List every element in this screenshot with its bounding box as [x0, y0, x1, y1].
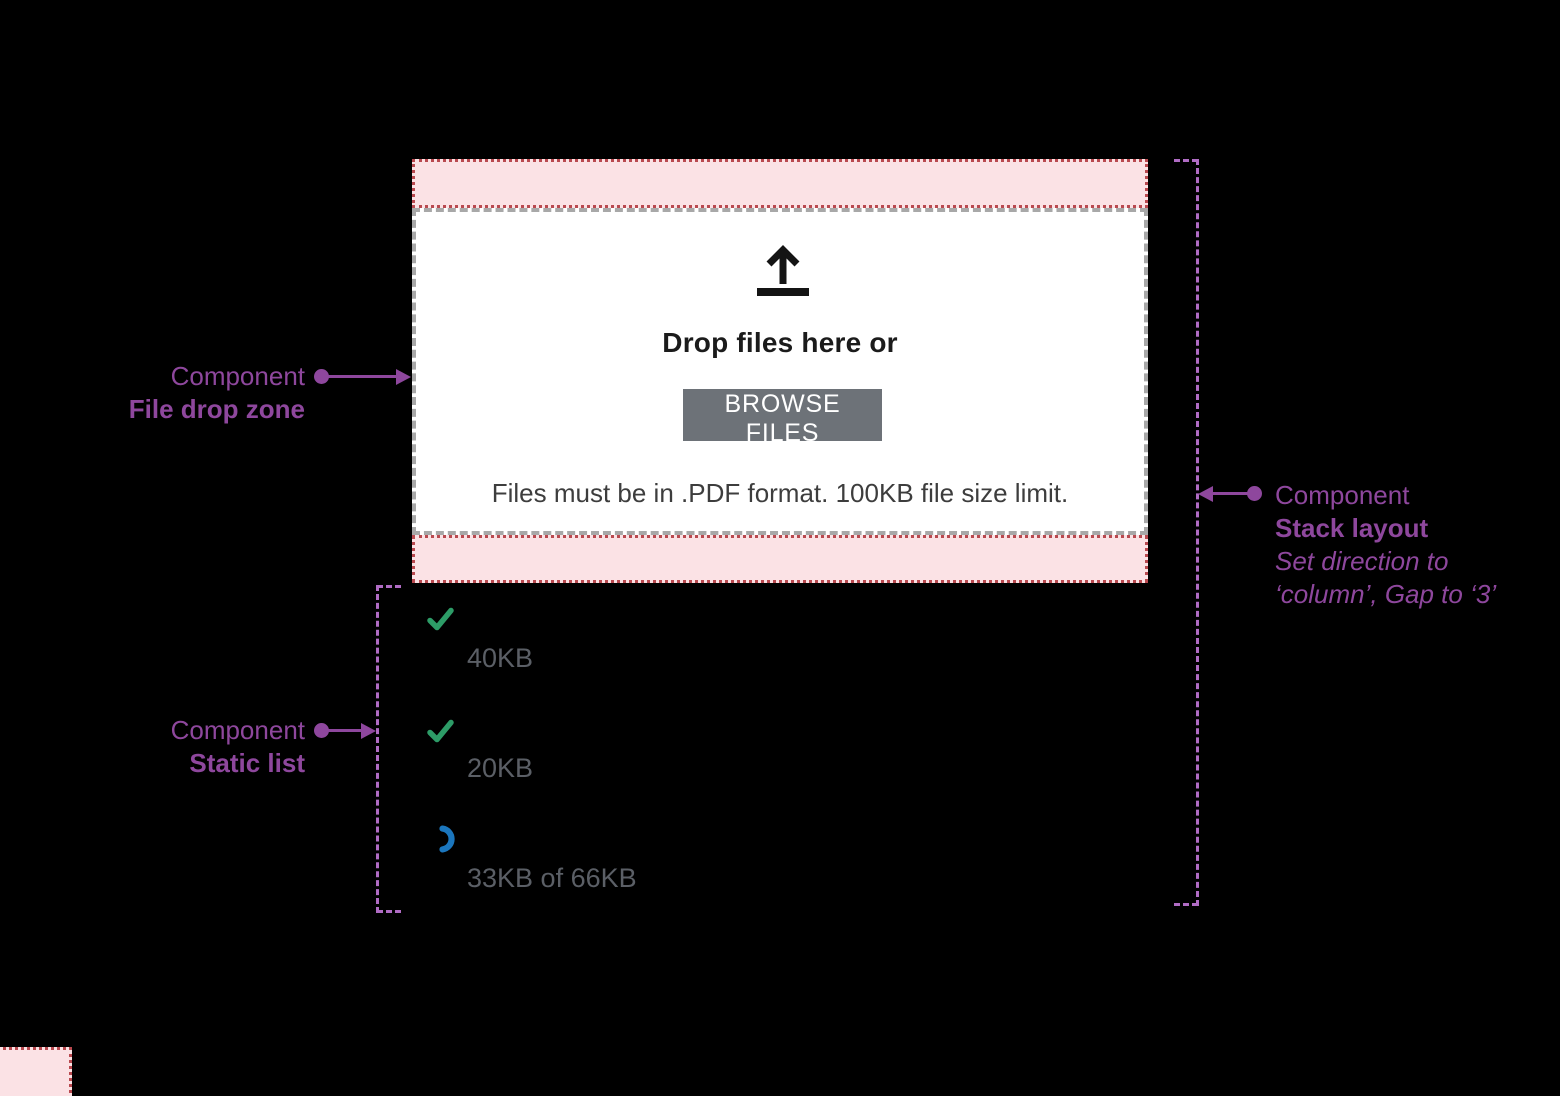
annotation-arrowhead-icon: [1198, 486, 1213, 502]
file-size-label: 20KB: [467, 753, 534, 783]
drop-zone-heading: Drop files here or: [662, 327, 898, 358]
file-size-label: 33KB of 66KB: [467, 863, 637, 893]
drop-zone-inner[interactable]: Drop files here or BROWSE FILES Files mu…: [412, 208, 1148, 535]
static-list-outline-tick-bottom: [377, 910, 401, 913]
browse-files-button[interactable]: BROWSE FILES: [683, 389, 882, 447]
static-list-outline-tick-top: [377, 585, 401, 588]
annotation-arrowhead-icon: [361, 723, 376, 739]
annotation-title: Static list: [189, 748, 305, 778]
annotation-eyebrow: Component: [170, 361, 305, 391]
annotation-arrow-line: [326, 375, 398, 378]
annotation-arrow-dot: [1247, 486, 1262, 501]
annotation-note: ‘column’, Gap to ‘3’: [1275, 579, 1497, 609]
annotation-eyebrow: Component: [170, 715, 305, 745]
check-icon: [427, 606, 454, 638]
stack-layout-outline-tick-bottom: [1174, 903, 1198, 906]
annotation-arrowhead-icon: [396, 369, 411, 385]
file-size-label: 40KB: [467, 643, 534, 673]
upload-icon: [756, 238, 810, 301]
annotation-title: File drop zone: [128, 394, 305, 424]
annotation-title: Stack layout: [1275, 513, 1429, 543]
annotation-arrow-line: [1211, 492, 1251, 495]
spinner-icon: [430, 824, 460, 859]
static-list-outline: [376, 585, 379, 913]
drop-zone-helper-text: Files must be in .PDF format. 100KB file…: [491, 478, 1069, 508]
annotation-note: Set direction to: [1275, 546, 1449, 576]
file-drop-zone[interactable]: Drop files here or BROWSE FILES Files mu…: [412, 159, 1148, 583]
annotation-arrow-dot: [314, 723, 329, 738]
annotation-static-list: Component Static list: [45, 714, 305, 780]
drop-zone-padding-top: [412, 159, 1148, 208]
stack-layout-outline-tick-top: [1174, 159, 1198, 162]
annotation-arrow-line: [326, 729, 364, 732]
annotation-file-drop-zone: Component File drop zone: [45, 360, 305, 426]
annotation-eyebrow: Component: [1275, 480, 1410, 510]
check-icon: [427, 718, 454, 750]
annotation-stack-layout: Component Stack layout Set direction to …: [1275, 479, 1545, 611]
stack-layout-outline: [1196, 159, 1199, 906]
drop-zone-padding-bottom: [412, 535, 1148, 583]
annotation-arrow-dot: [314, 369, 329, 384]
pink-swatch: [0, 1047, 72, 1096]
